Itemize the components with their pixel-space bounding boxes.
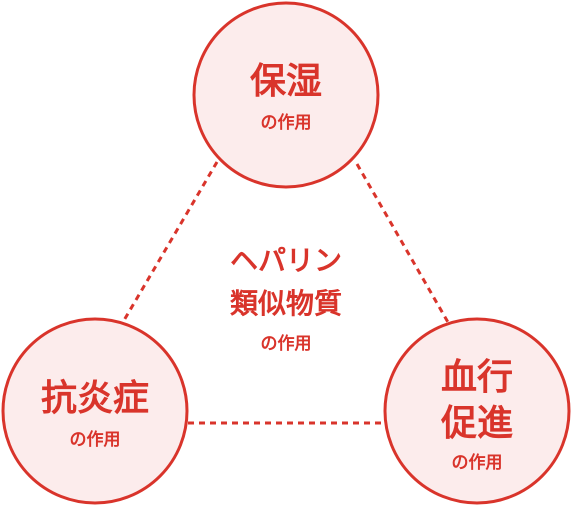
node-moisturizing: 保湿 の作用	[192, 1, 380, 189]
center-label: ヘパリン 類似物質 の作用	[230, 244, 342, 354]
center-label-line2: 類似物質	[230, 287, 342, 320]
node-moisturizing-subtitle: の作用	[261, 112, 312, 133]
node-blood-circulation-circle	[383, 317, 571, 505]
center-label-line1: ヘパリン	[230, 244, 342, 277]
node-blood-circulation: 血行 促進 の作用	[383, 317, 571, 505]
node-anti-inflammatory-subtitle: の作用	[70, 429, 121, 450]
node-blood-circulation-title-line1: 血行	[441, 357, 513, 398]
connector-top-left	[121, 161, 219, 323]
node-blood-circulation-subtitle: の作用	[452, 452, 503, 473]
node-anti-inflammatory-title: 抗炎症	[41, 377, 149, 419]
center-label-line3: の作用	[261, 333, 312, 354]
connector-top-right	[355, 163, 451, 325]
node-moisturizing-title: 保湿	[250, 61, 322, 102]
node-anti-inflammatory: 抗炎症 の作用	[1, 317, 189, 505]
node-moisturizing-circle	[192, 1, 380, 189]
node-anti-inflammatory-circle	[1, 317, 189, 505]
node-blood-circulation-title-line2: 促進	[440, 403, 513, 444]
